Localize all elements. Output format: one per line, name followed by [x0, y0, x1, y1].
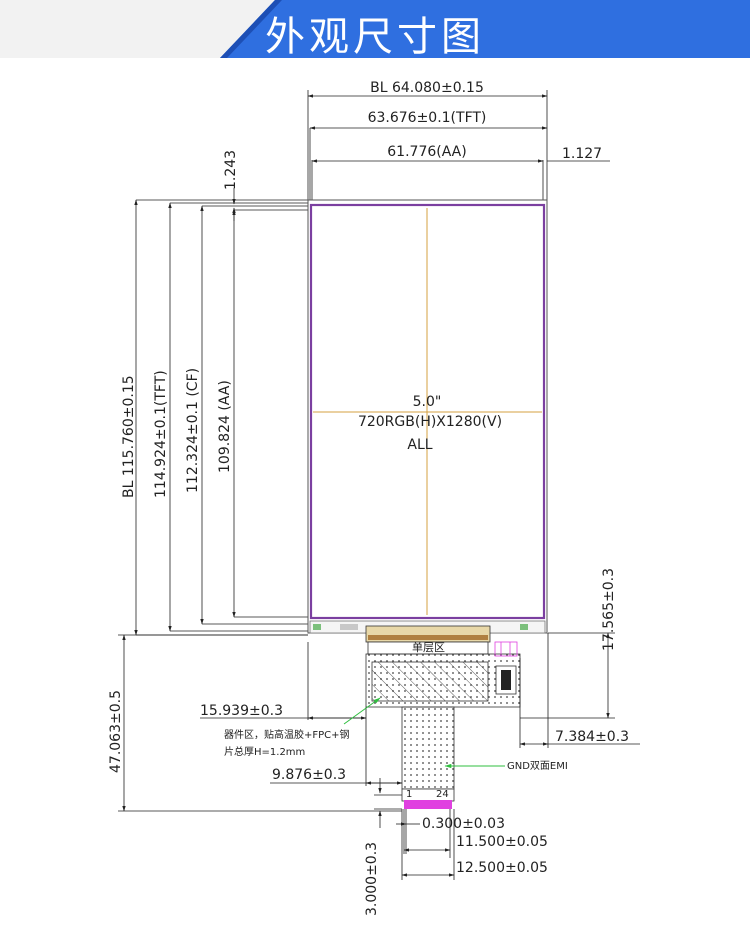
dim-pin-span: 11.500±0.05 — [456, 834, 548, 850]
header-banner-shape — [0, 0, 750, 58]
top-dimensions — [307, 90, 610, 208]
header-banner: 外观尺寸图 — [0, 0, 750, 60]
right-dimensions — [519, 632, 640, 748]
dimension-drawing: BL 64.080±0.15 63.676±0.1(TFT) 61.776(AA… — [108, 80, 640, 916]
dim-fpc-right: 7.384±0.3 — [555, 729, 629, 745]
dim-right-gap: 1.127 — [562, 146, 602, 162]
fpc-assembly — [365, 625, 521, 809]
dim-fpc-offset: 17.565±0.3 — [601, 568, 617, 651]
dim-fpc-width: 15.939±0.3 — [200, 703, 283, 719]
dim-pitch: 0.300±0.03 — [422, 816, 505, 832]
lcd-panel — [307, 199, 548, 634]
note-component-area-2: 片总厚H=1.2mm — [224, 745, 305, 758]
display-size: 5.0" — [413, 394, 442, 410]
dim-tft-width: 63.676±0.1(TFT) — [368, 110, 487, 126]
dim-tft-height: 114.924±0.1(TFT) — [153, 370, 169, 498]
note-component-area-1: 器件区，贴高温胶+FPC+钢 — [224, 728, 350, 741]
dim-aa-width: 61.776(AA) — [387, 144, 466, 160]
label-single-layer: 单层区 — [412, 641, 445, 654]
dim-aa-height: 109.824 (AA) — [217, 380, 233, 473]
dim-tail-len: 3.000±0.3 — [364, 842, 380, 916]
dim-fpc-tail: 9.876±0.3 — [272, 767, 346, 783]
dim-fpc-total: 47.063±0.5 — [108, 690, 124, 773]
dim-top-gap: 1.243 — [223, 150, 239, 190]
label-pin-last: 24 — [436, 789, 449, 800]
note-gnd: GND双面EMI — [507, 760, 568, 772]
dim-bl-width: BL 64.080±0.15 — [370, 80, 484, 96]
left-dimensions — [134, 199, 308, 636]
dim-tail-width: 12.500±0.05 — [456, 860, 548, 876]
display-resolution: 720RGB(H)X1280(V) — [358, 414, 502, 430]
page-title: 外观尺寸图 — [265, 14, 485, 60]
bottom-dimensions — [374, 778, 455, 880]
label-pin-first: 1 — [406, 789, 412, 800]
component-leader — [343, 697, 381, 725]
dim-cf-height: 112.324±0.1 (CF) — [185, 368, 201, 493]
dim-bl-height: BL 115.760±0.15 — [121, 375, 137, 498]
fpc-left-dimensions — [118, 634, 403, 812]
display-view: ALL — [407, 437, 432, 453]
